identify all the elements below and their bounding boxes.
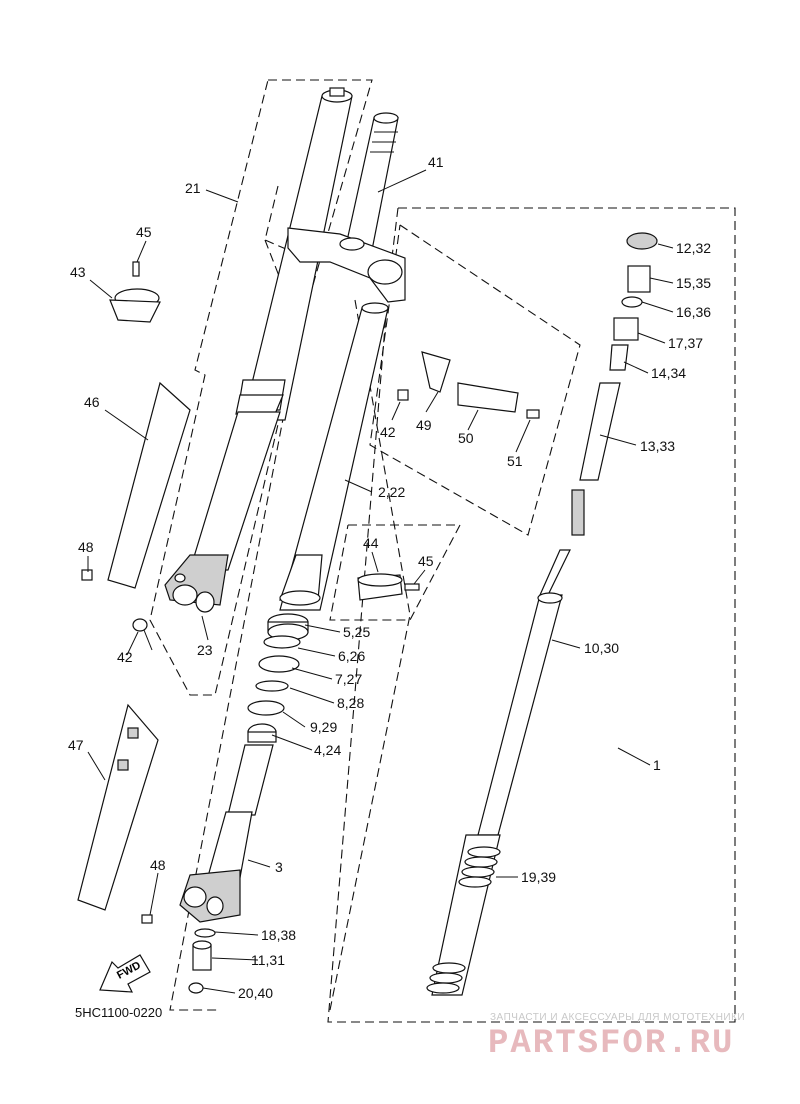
callout-labels: 1 2,22 3 4,24 5,25 6,26 7,27 8,28 9,29 1… — [68, 154, 711, 1001]
callout-3: 3 — [275, 859, 283, 875]
fork-guards — [77, 381, 191, 911]
callout-42-right: 42 — [380, 424, 396, 440]
leader-lines — [87, 169, 674, 994]
callout-18: 18,38 — [261, 927, 296, 943]
callout-12: 12,32 — [676, 240, 711, 256]
callout-7: 7,27 — [335, 671, 362, 687]
callout-43: 43 — [70, 264, 86, 280]
callout-1: 1 — [653, 757, 661, 773]
callout-48-lower: 48 — [150, 857, 166, 873]
damper-cartridge — [426, 232, 658, 996]
callout-11: 11,31 — [251, 952, 285, 968]
bottom-small-parts — [188, 928, 216, 994]
fwd-arrow: FWD — [99, 954, 151, 993]
watermark-tagline: ЗАПЧАСТИ И АКСЕССУАРЫ ДЛЯ МОТОТЕХНИКИ — [490, 1012, 745, 1023]
callout-44: 44 — [363, 535, 379, 551]
callout-21: 21 — [185, 180, 201, 196]
callout-42-left: 42 — [117, 649, 133, 665]
callout-6: 6,26 — [338, 648, 365, 664]
callout-48-upper: 48 — [78, 539, 94, 555]
callout-45-top: 45 — [136, 224, 152, 240]
lower-leg-3 — [179, 744, 274, 923]
hardware — [81, 261, 540, 924]
callout-10: 10,30 — [584, 640, 619, 656]
callout-4: 4,24 — [314, 742, 341, 758]
callout-45-right: 45 — [418, 553, 434, 569]
callout-49: 49 — [416, 417, 432, 433]
callout-46: 46 — [84, 394, 100, 410]
callout-16: 16,36 — [676, 304, 711, 320]
watermark-logo: PARTSFOR.RU — [488, 1025, 734, 1063]
callout-13: 13,33 — [640, 438, 675, 454]
callout-47: 47 — [68, 737, 84, 753]
outer-tube-2 — [279, 302, 389, 611]
callout-51: 51 — [507, 453, 523, 469]
steering-stem-41 — [287, 112, 406, 303]
callout-15: 15,35 — [676, 275, 711, 291]
callout-23: 23 — [197, 642, 213, 658]
callout-19: 19,39 — [521, 869, 556, 885]
callout-17: 17,37 — [668, 335, 703, 351]
diagram-code: 5HC1100-0220 — [75, 1005, 162, 1020]
seal-ring-stack — [247, 613, 309, 743]
callout-9: 9,29 — [310, 719, 337, 735]
callout-41: 41 — [428, 154, 444, 170]
callout-50: 50 — [458, 430, 474, 446]
spring-19 — [426, 846, 501, 994]
callout-2: 2,22 — [378, 484, 405, 500]
callout-20: 20,40 — [238, 985, 273, 1001]
callout-8: 8,28 — [337, 695, 364, 711]
callout-14: 14,34 — [651, 365, 686, 381]
callout-5: 5,25 — [343, 624, 370, 640]
